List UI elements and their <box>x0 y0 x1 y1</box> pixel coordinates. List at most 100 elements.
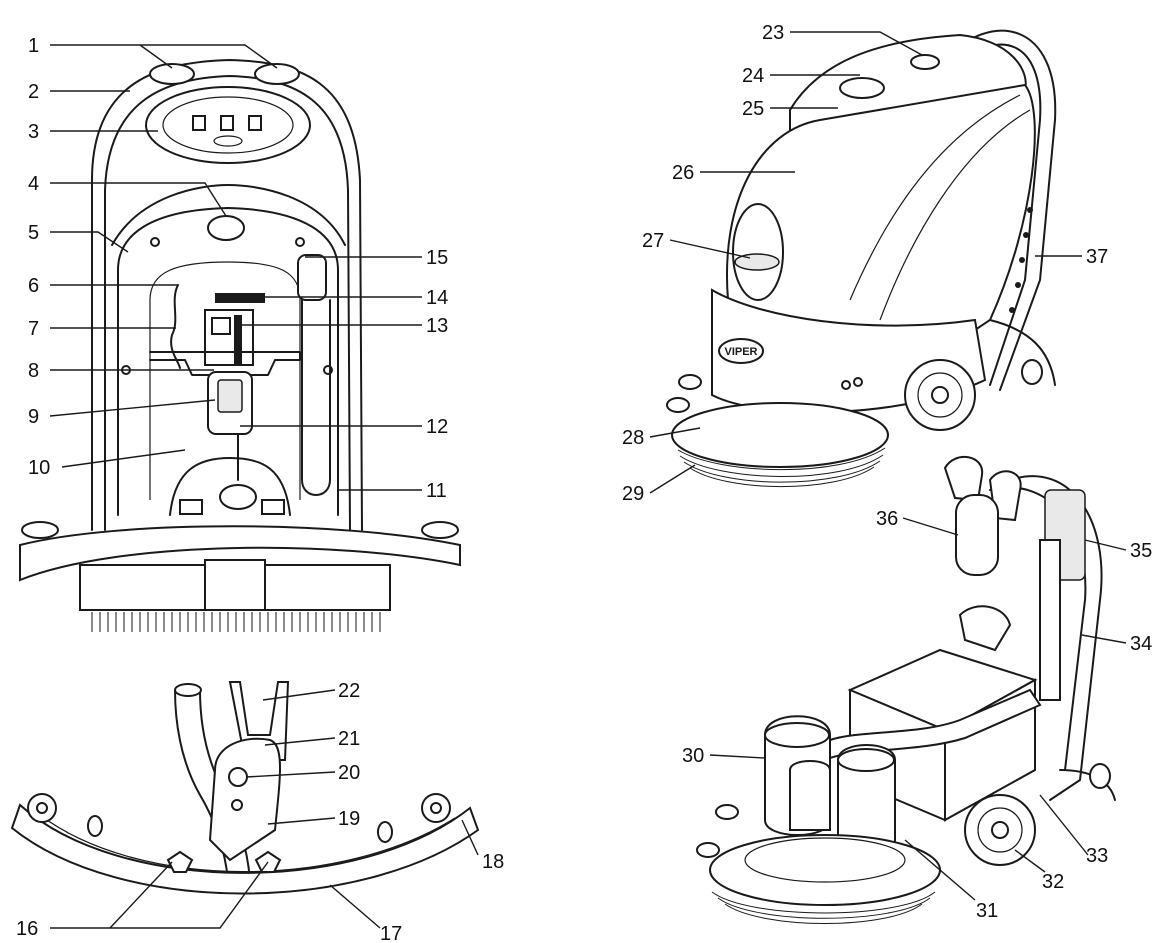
panel-switch-3 <box>248 115 262 131</box>
callout-14: 14 <box>426 287 448 309</box>
callout-12: 12 <box>426 416 448 438</box>
side-squeegee-wheel <box>1021 359 1043 385</box>
front-caster-left <box>21 521 59 539</box>
callout-22: 22 <box>338 680 360 702</box>
callout-3: 3 <box>28 121 39 143</box>
side-brush-bristles <box>677 447 886 488</box>
drain-hose-left <box>170 284 181 369</box>
level-indicator <box>207 215 245 241</box>
callout-30: 30 <box>682 745 704 767</box>
vacuum-motor-top <box>764 722 830 748</box>
panel-logo-badge <box>213 135 243 147</box>
leader-lines <box>49 31 1127 929</box>
callout-32: 32 <box>1042 871 1064 893</box>
callout-9: 9 <box>28 406 39 428</box>
front-caster-right <box>421 521 459 539</box>
lid-filler-cap <box>839 77 885 99</box>
internal-brush-plate <box>709 834 941 906</box>
front-squeegee-bar <box>19 525 461 582</box>
callout-11: 11 <box>426 480 447 502</box>
internal-roller-2 <box>696 842 720 858</box>
callout-33: 33 <box>1086 845 1108 867</box>
callout-29: 29 <box>622 483 644 505</box>
callout-6: 6 <box>28 275 39 297</box>
dashboard-arch <box>111 184 346 246</box>
charger-plug <box>217 379 243 413</box>
squeegee-wheel-left-hub <box>36 802 48 814</box>
callout-8: 8 <box>28 360 39 382</box>
callout-19: 19 <box>338 808 360 830</box>
callout-26: 26 <box>672 162 694 184</box>
vacuum-elbow-1 <box>943 455 984 502</box>
squeegee-caster-l <box>87 815 103 837</box>
rear-panel-frame <box>117 207 339 516</box>
internal-brush-bristles <box>711 891 936 924</box>
side-squeegee-arm <box>989 319 1056 386</box>
internal-frame <box>1009 475 1103 801</box>
callout-17: 17 <box>380 923 402 943</box>
callout-37: 37 <box>1086 246 1108 268</box>
base-clamp-l <box>179 499 203 515</box>
callout-28: 28 <box>622 427 644 449</box>
callout-23: 23 <box>762 22 784 44</box>
float-filter <box>955 494 999 576</box>
squeegee-wheel-right-hub <box>430 802 442 814</box>
panel-screw-r <box>295 237 305 247</box>
central-valve <box>219 484 257 510</box>
control-panel-inner <box>162 96 294 154</box>
drive-wheel-hub <box>991 821 1009 839</box>
base-clamp-r <box>261 499 285 515</box>
viper-logo-text: VIPER <box>724 346 757 358</box>
inner-loop <box>149 261 301 500</box>
adjust-knob-lower <box>231 799 243 811</box>
callout-16: 16 <box>16 918 38 940</box>
callout-4: 4 <box>28 173 39 195</box>
callout-25: 25 <box>742 98 764 120</box>
brush-motor-top <box>837 748 895 772</box>
panel-bracket <box>149 351 301 376</box>
callout-2: 2 <box>28 81 39 103</box>
terminal-bar <box>215 293 265 303</box>
sight-window <box>732 203 784 301</box>
bumper-roller-2 <box>666 397 690 413</box>
wing-nut-left <box>166 850 194 873</box>
callout-31: 31 <box>976 900 998 922</box>
callout-10: 10 <box>28 457 50 479</box>
callout-1: 1 <box>28 35 39 57</box>
adjust-knob <box>228 767 248 787</box>
drain-hose-right <box>301 299 331 496</box>
squeegee-hose-end <box>174 683 202 697</box>
callout-35: 35 <box>1130 540 1152 562</box>
squeegee-caster-r <box>377 821 393 843</box>
side-switch-2 <box>853 377 863 387</box>
callout-5: 5 <box>28 222 39 244</box>
side-switch-1 <box>841 380 851 390</box>
callout-13: 13 <box>426 315 448 337</box>
panel-switch-2 <box>220 115 234 131</box>
brush-plate <box>671 402 889 468</box>
panel-switch-1 <box>192 115 206 131</box>
recovery-pipe <box>1039 539 1061 701</box>
callout-18: 18 <box>482 851 504 873</box>
callout-36: 36 <box>876 508 898 530</box>
fuse-box <box>211 317 231 335</box>
callout-7: 7 <box>28 318 39 340</box>
side-view: VIPER <box>666 29 1057 488</box>
brush-motor-mount <box>204 559 266 611</box>
front-view <box>19 59 461 632</box>
viper-badge <box>718 338 764 364</box>
internal-squeegee-wheel <box>1089 763 1111 789</box>
connector-strip <box>234 315 242 365</box>
internal-view <box>696 455 1116 924</box>
callout-34: 34 <box>1130 633 1152 655</box>
handle-rivets <box>1009 207 1033 313</box>
rear-wheel-rim <box>917 372 963 418</box>
squeegee-mount-plate <box>208 737 281 862</box>
lid-latch <box>910 54 940 70</box>
internal-brush-plate-ring <box>744 837 906 883</box>
callout-labels: 1 2 3 4 5 6 7 8 9 10 11 12 13 14 15 16 1… <box>16 22 1152 943</box>
squeegee-view <box>10 681 480 895</box>
squeegee-blade <box>10 803 480 895</box>
tank-side-contour <box>849 94 1021 301</box>
